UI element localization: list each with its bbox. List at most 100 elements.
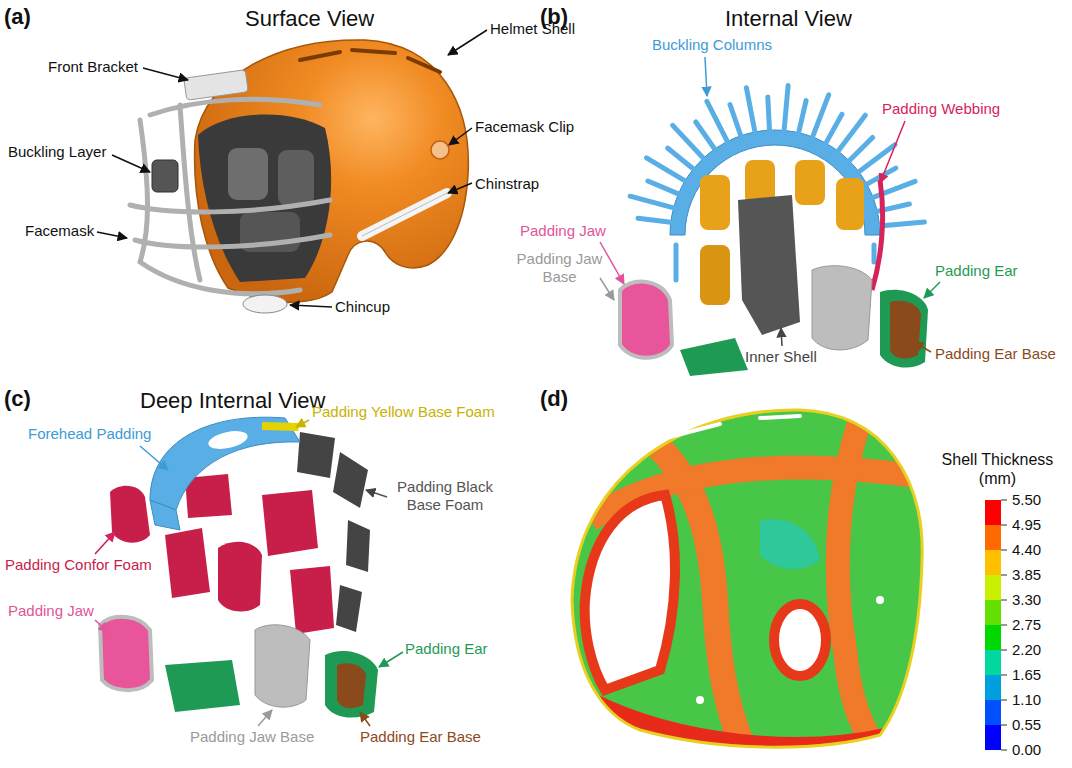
color-step bbox=[985, 575, 1001, 600]
facemask-clip bbox=[431, 141, 449, 159]
panel-title: Deep Internal View bbox=[140, 388, 326, 414]
leader-line bbox=[600, 242, 624, 284]
yellow-base-foam bbox=[262, 422, 300, 431]
panel-title: Internal View bbox=[725, 6, 852, 32]
part-label: Facemask bbox=[25, 222, 94, 240]
padding-pad bbox=[700, 245, 730, 305]
part-label: Chinstrap bbox=[475, 175, 539, 193]
part-label: Padding Jaw Base bbox=[190, 728, 314, 746]
color-step bbox=[985, 725, 1001, 750]
panel-letter: (b) bbox=[540, 4, 568, 30]
panel-letter: (a) bbox=[4, 4, 31, 30]
part-label: Padding Black Base Foam bbox=[385, 478, 505, 514]
scale-value: 4.95 bbox=[1012, 516, 1041, 534]
chincup bbox=[243, 295, 287, 313]
padding-ear bbox=[325, 651, 378, 718]
leader-line bbox=[924, 282, 940, 298]
padding-jaw bbox=[100, 617, 152, 690]
helmet-surface bbox=[130, 40, 468, 313]
part-label: Buckling Layer bbox=[8, 143, 106, 161]
leader-line bbox=[448, 183, 472, 193]
leader-line bbox=[95, 620, 108, 632]
scale-value: 4.40 bbox=[1012, 541, 1041, 559]
part-label: Padding Webbing bbox=[882, 100, 1000, 118]
shell-vents bbox=[300, 50, 440, 72]
color-step bbox=[985, 600, 1001, 625]
padding-ear-base bbox=[337, 663, 366, 708]
scale-value: 0.55 bbox=[1012, 716, 1041, 734]
scale-value: 3.85 bbox=[1012, 566, 1041, 584]
color-step bbox=[985, 700, 1001, 725]
leader-line bbox=[95, 532, 115, 554]
panel-title: Surface View bbox=[245, 6, 374, 32]
forehead-padding bbox=[150, 500, 180, 530]
confor-foam bbox=[262, 490, 318, 556]
part-label: Padding Jaw bbox=[8, 602, 94, 620]
confor-foam bbox=[290, 566, 334, 634]
leader-line bbox=[296, 420, 309, 427]
part-label: Facemask Clip bbox=[475, 118, 574, 136]
thick-band bbox=[838, 420, 870, 740]
ear-hole bbox=[774, 604, 826, 676]
part-label: Padding Confor Foam bbox=[5, 556, 152, 574]
color-step bbox=[985, 525, 1001, 550]
color-step bbox=[985, 550, 1001, 575]
leader-line bbox=[705, 57, 707, 96]
leader-line bbox=[449, 128, 472, 145]
leader-line bbox=[140, 446, 168, 470]
shell-hole bbox=[876, 596, 884, 604]
part-label: Inner Shell bbox=[745, 348, 817, 366]
scale-value: 2.75 bbox=[1012, 616, 1041, 634]
confor-foam bbox=[165, 528, 210, 598]
leader-line bbox=[112, 155, 150, 172]
part-label: Buckling Columns bbox=[652, 36, 772, 54]
part-label: Padding Yellow Base Foam bbox=[312, 403, 495, 421]
edge-band bbox=[590, 700, 890, 745]
panel-letter: (c) bbox=[4, 386, 31, 412]
part-label: Padding Ear bbox=[935, 262, 1018, 280]
chinstrap bbox=[362, 193, 447, 236]
padding-pad bbox=[836, 178, 864, 230]
forehead-padding bbox=[150, 417, 300, 510]
buckling-layer bbox=[152, 160, 178, 192]
scale-value: 5.50 bbox=[1012, 491, 1041, 509]
padding-pad bbox=[700, 175, 730, 230]
scale-value: 3.30 bbox=[1012, 591, 1041, 609]
shell-vents bbox=[650, 416, 800, 442]
scale-value: 2.20 bbox=[1012, 641, 1041, 659]
thin-zone bbox=[760, 519, 820, 569]
inner-shell bbox=[738, 195, 800, 335]
confor-foam bbox=[110, 486, 150, 543]
leader-line bbox=[379, 652, 403, 667]
forehead-hole bbox=[207, 428, 249, 452]
scale-value: 1.65 bbox=[1012, 666, 1041, 684]
face-opening bbox=[198, 114, 331, 282]
leader-line bbox=[366, 490, 387, 497]
scale-value: 1.10 bbox=[1012, 691, 1041, 709]
inner-pad bbox=[228, 148, 268, 200]
shell-hole bbox=[696, 696, 704, 704]
leader-line bbox=[914, 342, 931, 352]
part-label: Padding Ear bbox=[405, 640, 488, 658]
helmet-internal bbox=[620, 86, 928, 376]
leader-line bbox=[600, 278, 614, 300]
inner-pad bbox=[278, 150, 314, 206]
confor-foam bbox=[218, 542, 262, 612]
leader-line bbox=[143, 68, 188, 80]
part-label: Front Bracket bbox=[48, 58, 138, 76]
color-step bbox=[985, 675, 1001, 700]
padding-pad bbox=[795, 160, 825, 205]
leader-lines-a bbox=[97, 30, 487, 307]
padding-ear-base bbox=[890, 301, 921, 359]
color-step bbox=[985, 625, 1001, 650]
color-ticks bbox=[1001, 500, 1007, 750]
leader-line bbox=[880, 121, 905, 183]
scale-value: 0.00 bbox=[1012, 741, 1041, 759]
padding-green bbox=[680, 338, 748, 376]
leader-line bbox=[360, 712, 370, 726]
color-step bbox=[985, 650, 1001, 675]
leader-line bbox=[781, 328, 782, 346]
shell-rim bbox=[572, 410, 922, 747]
part-label: Padding Jaw Base bbox=[512, 250, 607, 286]
